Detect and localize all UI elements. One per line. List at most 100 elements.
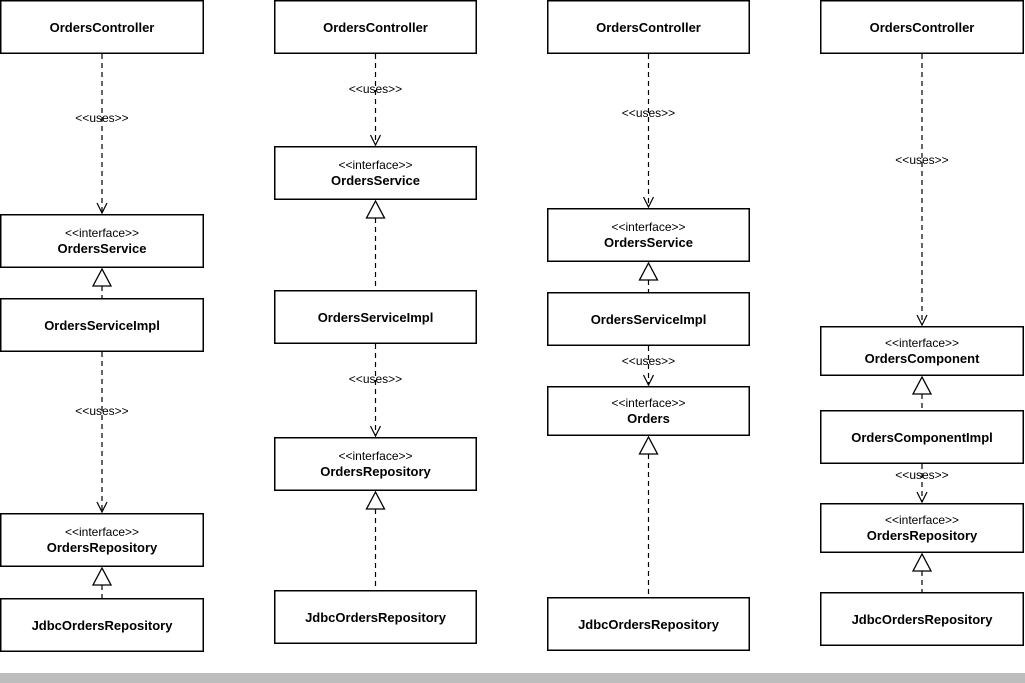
edge-uses: <<uses>>: [895, 464, 949, 504]
uses-label: <<uses>>: [349, 82, 402, 96]
class-name: OrdersServiceImpl: [44, 318, 160, 333]
class-box-orders-service: <<interface>>OrdersService: [0, 214, 204, 268]
class-box-orders-component: <<interface>>OrdersComponent: [820, 326, 1024, 376]
edge-uses: <<uses>>: [75, 54, 129, 215]
class-box-border: [547, 208, 750, 262]
stereotype-label: <<interface>>: [65, 525, 139, 539]
uses-label: <<uses>>: [895, 468, 948, 482]
class-box-border: [547, 597, 750, 651]
class-box-jdbc-orders-repository: JdbcOrdersRepository: [0, 598, 204, 652]
class-box-border: [547, 0, 750, 54]
class-name: OrdersService: [58, 241, 147, 256]
class-name: OrdersServiceImpl: [591, 312, 707, 327]
class-box-border: [274, 146, 477, 200]
uses-label: <<uses>>: [75, 404, 128, 418]
class-name: OrdersRepository: [320, 464, 431, 479]
class-box-border: [820, 410, 1024, 464]
edge-implements: [91, 566, 113, 598]
stereotype-label: <<interface>>: [338, 158, 412, 172]
class-box-orders-controller: OrdersController: [274, 0, 477, 54]
uses-label: <<uses>>: [895, 153, 948, 167]
class-box-orders-service: <<interface>>OrdersService: [547, 208, 750, 262]
edge-uses: <<uses>>: [349, 344, 402, 438]
class-box-border: [820, 326, 1024, 376]
diagram-1: <<uses>> <<uses>> OrdersController <<interf…: [0, 0, 204, 652]
edge-implements: [365, 199, 386, 290]
edge-uses: <<uses>>: [895, 54, 949, 327]
class-name: OrdersController: [323, 20, 428, 35]
class-box-border: [0, 598, 204, 652]
class-box-border: [820, 592, 1024, 646]
edge-implements: [638, 261, 659, 292]
uses-arrowhead: [916, 491, 928, 504]
class-name: OrdersRepository: [47, 540, 158, 555]
stereotype-label: <<interface>>: [611, 396, 685, 410]
diagram-4: <<uses>> <<uses>> OrdersController <<interf…: [820, 0, 1024, 646]
class-name: OrdersComponentImpl: [851, 430, 993, 445]
class-name: OrdersController: [50, 20, 155, 35]
implements-triangle: [91, 566, 113, 586]
implements-triangle: [638, 435, 659, 455]
stereotype-label: <<interface>>: [65, 226, 139, 240]
class-name: JdbcOrdersRepository: [578, 617, 720, 632]
class-box-orders-service-impl: OrdersServiceImpl: [274, 290, 477, 344]
class-box-border: [547, 386, 750, 436]
uses-arrowhead: [369, 425, 382, 438]
class-box-border: [274, 0, 477, 54]
class-name: Orders: [627, 411, 670, 426]
edge-uses: <<uses>>: [622, 54, 675, 209]
class-name: OrdersController: [870, 20, 975, 35]
uses-label: <<uses>>: [622, 354, 675, 368]
edge-uses: <<uses>>: [622, 346, 675, 387]
stereotype-label: <<interface>>: [885, 336, 959, 350]
class-box-border: [0, 214, 204, 268]
class-name: OrdersComponent: [865, 351, 981, 366]
edge-uses: <<uses>>: [349, 54, 402, 147]
class-box-orders-repository: <<interface>>OrdersRepository: [820, 503, 1024, 553]
implements-triangle: [911, 375, 933, 395]
stereotype-label: <<interface>>: [885, 513, 959, 527]
class-box-border: [274, 437, 477, 491]
class-box-orders: <<interface>>Orders: [547, 386, 750, 436]
edge-implements: [365, 490, 386, 590]
class-box-orders-service: <<interface>>OrdersService: [274, 146, 477, 200]
uses-label: <<uses>>: [349, 372, 402, 386]
edge-implements: [638, 435, 659, 597]
class-box-border: [0, 513, 204, 567]
class-name: OrdersService: [331, 173, 420, 188]
class-box-border: [274, 590, 477, 644]
class-box-orders-controller: OrdersController: [547, 0, 750, 54]
implements-triangle: [91, 267, 113, 287]
implements-triangle: [365, 199, 386, 219]
implements-triangle: [911, 552, 933, 572]
edge-implements: [911, 375, 933, 410]
class-box-orders-controller: OrdersController: [820, 0, 1024, 54]
uses-arrowhead: [96, 202, 108, 215]
edge-implements: [91, 267, 113, 298]
uses-label: <<uses>>: [622, 106, 675, 120]
class-box-jdbc-orders-repository: JdbcOrdersRepository: [274, 590, 477, 644]
implements-triangle: [638, 261, 659, 281]
uses-arrowhead: [369, 134, 382, 147]
class-box-orders-repository: <<interface>>OrdersRepository: [0, 513, 204, 567]
class-name: OrdersServiceImpl: [318, 310, 434, 325]
class-box-jdbc-orders-repository: JdbcOrdersRepository: [547, 597, 750, 651]
stereotype-label: <<interface>>: [611, 220, 685, 234]
class-name: JdbcOrdersRepository: [305, 610, 447, 625]
stereotype-label: <<interface>>: [338, 449, 412, 463]
bottom-divider-bar: [0, 673, 1025, 683]
class-box-orders-service-impl: OrdersServiceImpl: [547, 292, 750, 346]
class-box-orders-component-impl: OrdersComponentImpl: [820, 410, 1024, 464]
class-box-orders-repository: <<interface>>OrdersRepository: [274, 437, 477, 491]
class-box-border: [0, 298, 204, 352]
class-box-border: [820, 0, 1024, 54]
class-name: JdbcOrdersRepository: [852, 612, 994, 627]
class-box-border: [0, 0, 204, 54]
edge-uses: <<uses>>: [75, 352, 129, 514]
class-name: OrdersService: [604, 235, 693, 250]
class-name: OrdersRepository: [867, 528, 978, 543]
class-name: JdbcOrdersRepository: [32, 618, 174, 633]
class-box-orders-controller: OrdersController: [0, 0, 204, 54]
class-box-border: [820, 503, 1024, 553]
